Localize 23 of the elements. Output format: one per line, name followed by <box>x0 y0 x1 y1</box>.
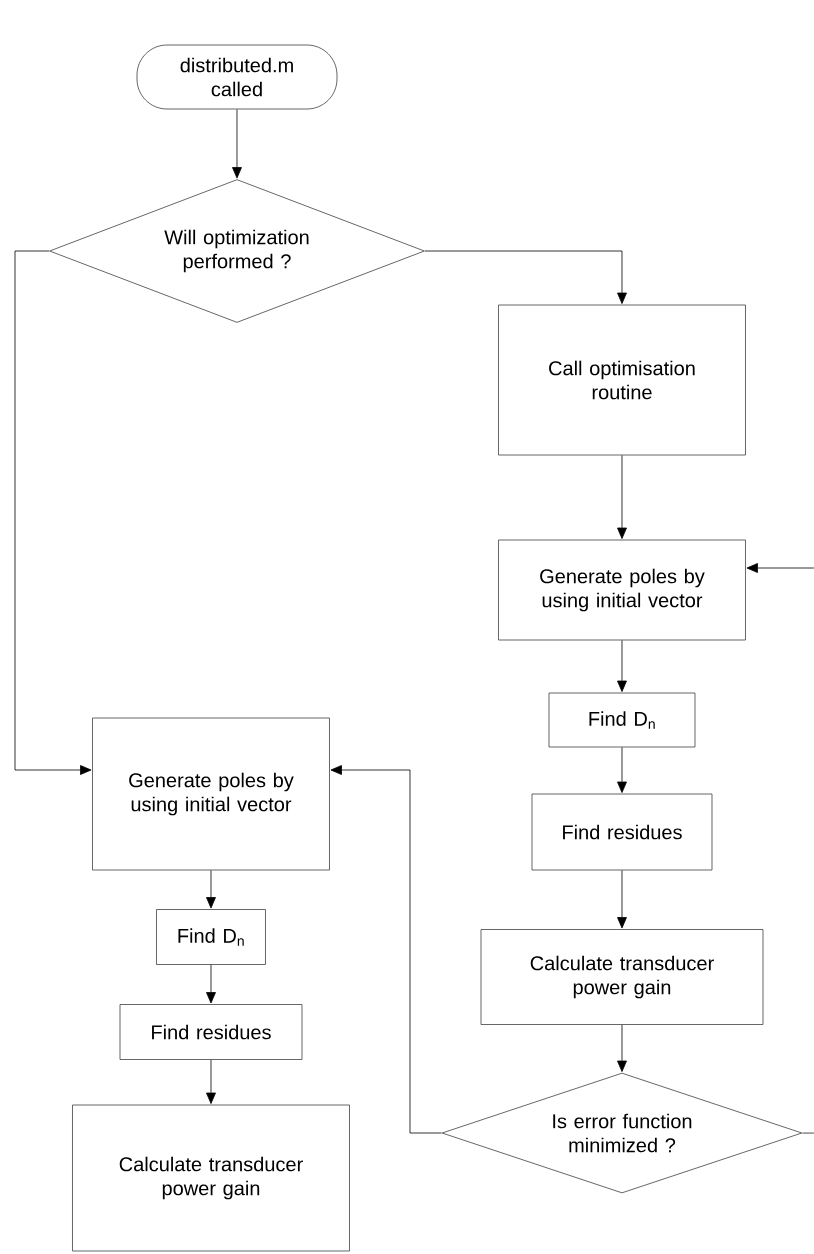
arrow <box>617 870 627 929</box>
arrow <box>746 563 814 573</box>
arrow <box>206 964 216 1004</box>
arrow <box>14 250 92 775</box>
arrow <box>617 1024 627 1072</box>
arrow <box>206 870 216 909</box>
process-box: Generate poles by using initial vector <box>92 717 330 871</box>
process-box: Calculate transducer power gain <box>72 1104 350 1252</box>
process-box: Find residues <box>531 793 713 871</box>
arrow <box>617 640 627 692</box>
process-box: Generate poles by using initial vector <box>498 539 746 641</box>
process-box: Find D$_{n}$ <box>156 909 266 965</box>
arrow <box>424 250 627 304</box>
arrow <box>232 109 242 179</box>
process-box: Find residues <box>119 1004 303 1060</box>
arrow <box>206 1059 216 1104</box>
arrow <box>617 455 627 539</box>
arrow <box>330 765 442 1134</box>
process-box: Calculate transducer power gain <box>480 929 764 1025</box>
arrow <box>617 747 627 793</box>
process-box: Call optimisation routine <box>498 304 746 456</box>
process-box: Find D$_{n}$ <box>548 692 696 748</box>
terminal-box: distributed.m called <box>136 44 338 110</box>
